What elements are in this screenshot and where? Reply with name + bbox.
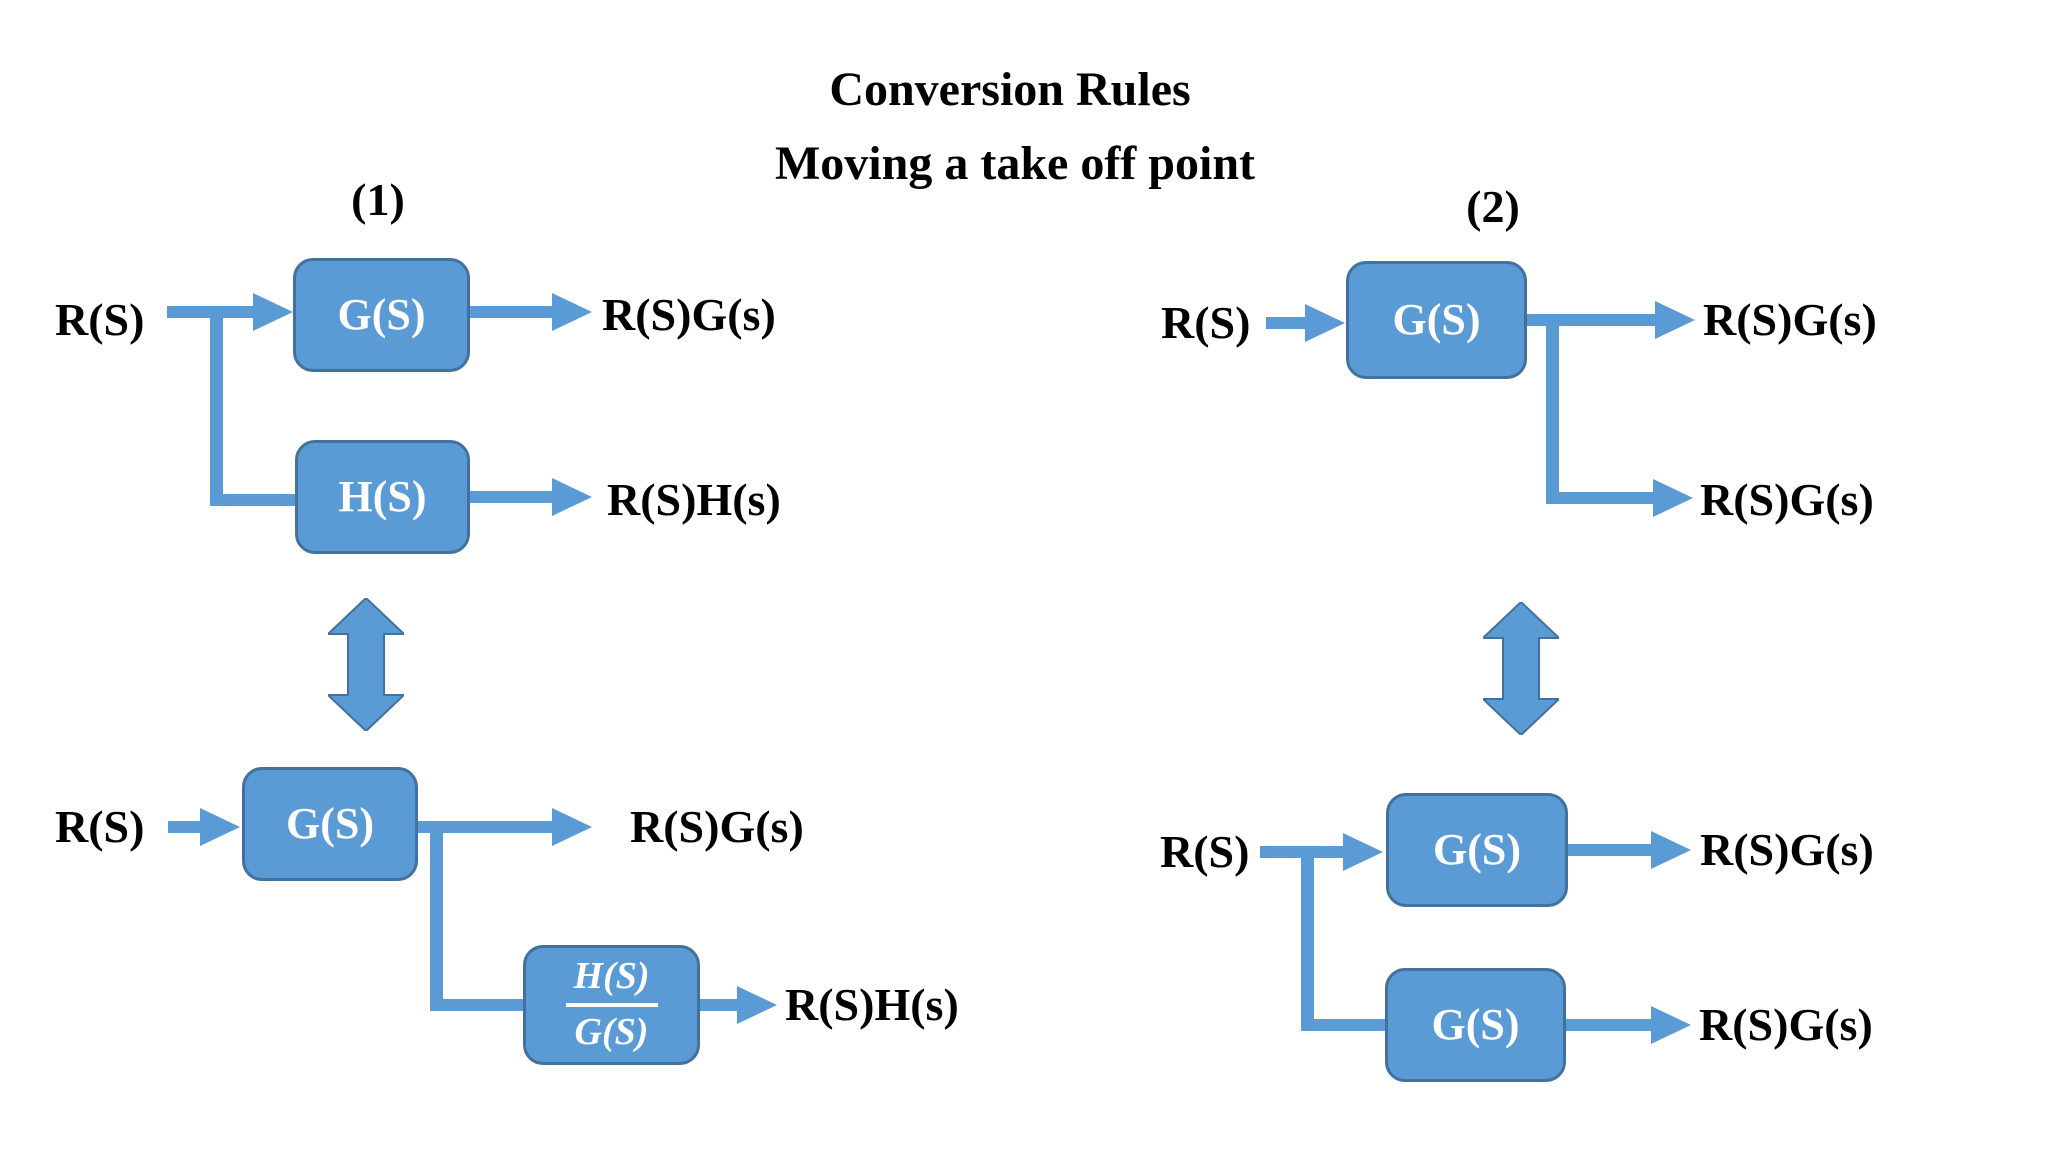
hg-fraction: H(S) G(S) [565, 956, 658, 1053]
d2-top-input-arrowhead-icon [1305, 304, 1345, 342]
d2-top-takeoff-line [1546, 314, 1559, 498]
d1-bottom-takeoff-line [430, 821, 443, 1005]
d2-bottom-g-block-top: G(S) [1386, 793, 1568, 907]
d1-top-g-output-label: R(S)G(s) [602, 289, 776, 340]
d1-top-g-block: G(S) [293, 258, 470, 372]
d1-top-h-output-line [470, 491, 552, 503]
section-2-label: (2) [1466, 181, 1520, 232]
d2-top-branch-line [1546, 492, 1653, 504]
fraction-denominator: G(S) [574, 1011, 649, 1053]
d2-top-g-block: G(S) [1346, 261, 1527, 379]
d1-bottom-h-output-line [700, 999, 737, 1011]
d2-top-output-main-label: R(S)G(s) [1703, 294, 1877, 345]
d2-bottom-input-label: R(S) [1160, 826, 1250, 877]
d1-equivalence-arrow-icon [328, 598, 404, 731]
d2-bottom-output-bottom-arrowhead-icon [1651, 1006, 1691, 1044]
section-1-label: (1) [351, 174, 405, 225]
d1-top-input-label: R(S) [55, 294, 145, 345]
d1-top-h-output-label: R(S)H(s) [607, 474, 781, 525]
d2-top-output-arrowhead-icon [1655, 301, 1695, 339]
d1-top-h-block: H(S) [295, 440, 470, 554]
d2-equivalence-arrow-icon [1483, 602, 1559, 735]
page-title: Conversion Rules [829, 63, 1191, 116]
d2-bottom-output-bottom-line [1566, 1019, 1651, 1031]
d1-top-g-block-label: G(S) [337, 290, 426, 339]
d1-top-branch-line [210, 494, 295, 506]
d1-bottom-g-output-arrowhead-icon [552, 808, 592, 846]
page-subtitle: Moving a take off point [775, 137, 1255, 190]
d1-bottom-g-output-label: R(S)G(s) [630, 801, 804, 852]
d2-bottom-output-top-arrowhead-icon [1651, 831, 1691, 869]
d2-bottom-branch-line [1301, 1019, 1386, 1031]
d2-top-input-line [1266, 317, 1305, 329]
d2-bottom-output-bottom-label: R(S)G(s) [1699, 999, 1873, 1050]
d2-top-output-line [1527, 314, 1655, 326]
d2-bottom-output-top-line [1568, 844, 1651, 856]
d2-bottom-g-block-bottom: G(S) [1385, 968, 1566, 1082]
d1-bottom-input-label: R(S) [55, 801, 145, 852]
d1-top-g-output-line [470, 306, 552, 318]
d2-bottom-output-top-label: R(S)G(s) [1700, 824, 1874, 875]
d1-top-g-output-arrowhead-icon [552, 293, 592, 331]
d1-bottom-g-block: G(S) [242, 767, 418, 881]
d1-bottom-input-line [168, 821, 200, 833]
d1-top-h-block-label: H(S) [338, 472, 427, 521]
d1-top-takeoff-line [210, 306, 223, 500]
d2-top-branch-arrowhead-icon [1653, 479, 1693, 517]
d2-top-g-block-label: G(S) [1392, 295, 1481, 344]
d2-top-input-label: R(S) [1161, 297, 1251, 348]
d2-bottom-g-block-top-label: G(S) [1433, 825, 1521, 874]
d2-top-output-branch-label: R(S)G(s) [1700, 474, 1874, 525]
d1-bottom-h-output-arrowhead-icon [737, 986, 777, 1024]
d1-bottom-g-block-label: G(S) [286, 799, 374, 848]
d1-bottom-g-output-line [418, 821, 552, 833]
d2-bottom-input-arrowhead-icon [1343, 833, 1383, 871]
fraction-numerator: H(S) [565, 956, 658, 1007]
d1-bottom-input-arrowhead-icon [200, 808, 240, 846]
d1-top-input-arrowhead-icon [253, 293, 293, 331]
d1-bottom-h-output-label: R(S)H(s) [785, 979, 959, 1030]
d1-bottom-hg-fraction-block: H(S) G(S) [523, 945, 700, 1065]
d2-bottom-takeoff-line [1301, 846, 1314, 1031]
d1-bottom-branch-line [430, 999, 523, 1011]
d2-bottom-g-block-bottom-label: G(S) [1431, 1000, 1520, 1049]
d1-top-h-output-arrowhead-icon [552, 478, 592, 516]
